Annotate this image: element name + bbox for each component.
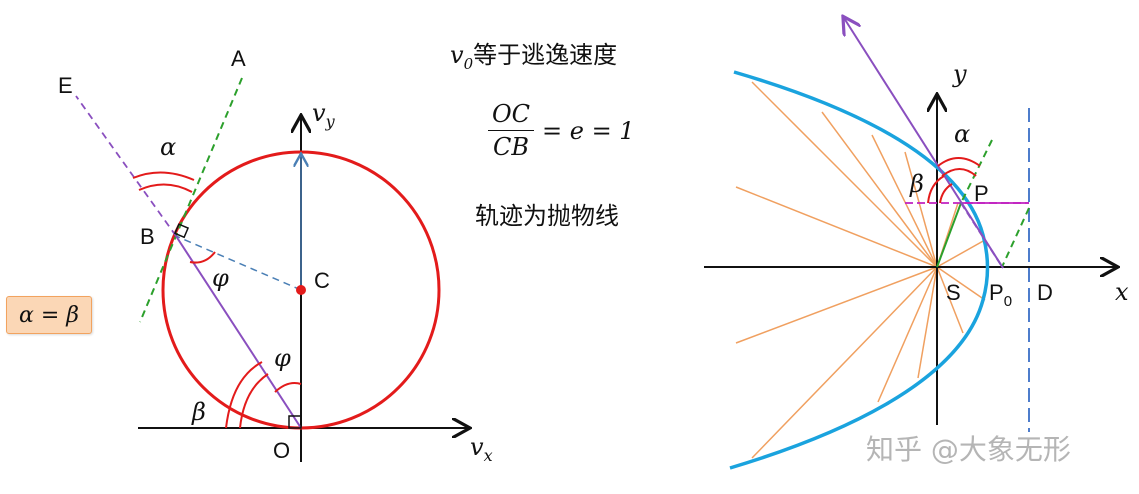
alpha-arc-right-1 [937, 157, 981, 167]
label-phi-o: φ [274, 344, 291, 372]
tangent-line [139, 77, 243, 323]
right-angle-b [173, 223, 190, 239]
alpha-arc-2 [138, 183, 193, 193]
right-angle-o [288, 415, 302, 429]
radius-cb [175, 235, 302, 291]
center-point [296, 285, 306, 295]
label-s: S [946, 280, 961, 305]
label-x: x [1115, 278, 1129, 306]
focal-ray [917, 266, 938, 379]
label-beta-right: β [909, 170, 924, 198]
alpha-arc-1 [132, 171, 195, 181]
focal-ray [936, 266, 986, 301]
beta-arc-right-2 [939, 183, 953, 204]
focal-line-sp [936, 202, 962, 268]
label-a: A [231, 46, 246, 71]
beta-arc-2 [239, 373, 269, 429]
v0-subscript: 0 [463, 54, 474, 73]
alpha-equals-beta-badge: α = β [6, 296, 92, 334]
caption-line1-text: 等于逃逸速度 [473, 41, 618, 69]
left-diagram: A E B C O α φ φ β vy vx [58, 46, 493, 465]
phi-arc-b [189, 251, 216, 264]
tangent-arrow [844, 18, 1004, 269]
label-vx: vx [470, 433, 493, 465]
right-diagram: y x α β P S P0 D [704, 18, 1129, 470]
fraction-numerator: OC [491, 100, 531, 128]
focal-ray [821, 111, 938, 268]
label-b: B [140, 224, 155, 249]
focal-ray [735, 186, 938, 268]
phi-arc-o [274, 382, 302, 393]
label-o: O [273, 438, 290, 463]
focal-ray [751, 81, 938, 268]
velocity-line [175, 235, 302, 429]
focal-ray [751, 266, 938, 459]
fraction-rhs: = e = 1 [542, 116, 635, 145]
eccentricity-formula: OC CB = e = 1 [488, 100, 635, 161]
label-vy: vy [312, 99, 336, 131]
label-y: y [952, 60, 967, 88]
fraction-bar [488, 130, 534, 131]
tangent-dashed [960, 202, 1004, 269]
caption-escape-velocity: v0等于逃逸速度 [450, 35, 617, 73]
label-beta-left: β [191, 398, 206, 426]
beta-arc-right-1 [927, 175, 945, 204]
focal-ray [936, 266, 964, 334]
focal-ray [904, 151, 938, 268]
focal-ray [936, 239, 986, 268]
focal-ray [871, 134, 938, 268]
focal-ray [877, 266, 938, 403]
focal-rays [722, 81, 986, 459]
watermark: 知乎 @大象无形 [866, 433, 1071, 466]
normal-extension [75, 95, 177, 237]
normal-line-lower [1001, 207, 1030, 268]
beta-arc-1 [225, 361, 263, 429]
v0-symbol: v [450, 41, 464, 69]
label-e: E [58, 73, 73, 98]
label-c: C [314, 268, 330, 293]
focal-ray [735, 266, 938, 344]
label-d: D [1037, 280, 1053, 305]
label-alpha-right: α [954, 120, 970, 148]
label-p0: P0 [989, 280, 1012, 310]
label-phi-b: φ [212, 264, 229, 292]
label-p: P [974, 181, 989, 206]
parabola-curve [729, 70, 990, 470]
fraction-denominator: CB [493, 133, 529, 161]
caption-trajectory-parabola: 轨迹为抛物线 [475, 202, 619, 230]
label-alpha-left: α [160, 133, 176, 161]
alpha-arc-right-2 [941, 168, 977, 177]
